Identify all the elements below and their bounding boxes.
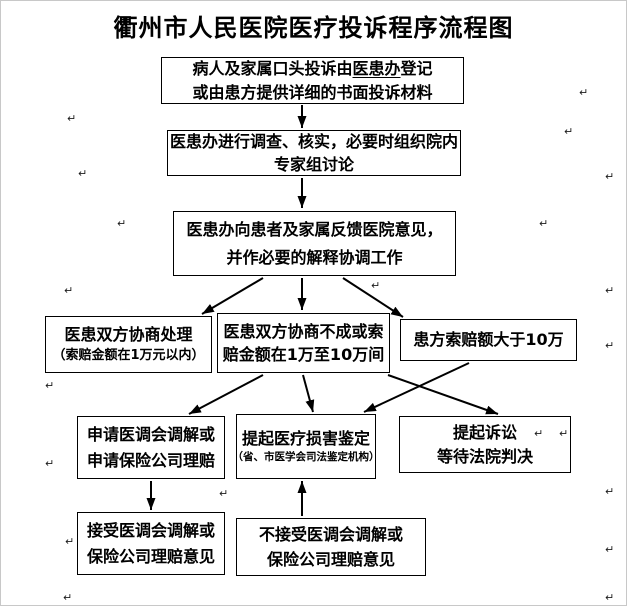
node-feedback: 医患办向患者及家属反馈医院意见， 并作必要的解释协调工作 bbox=[173, 211, 456, 276]
node-register-line1: 病人及家属口头投诉由医患办登记 bbox=[192, 57, 432, 80]
format-mark: ↵ bbox=[63, 591, 73, 604]
format-mark: ↵ bbox=[579, 86, 589, 99]
node-lawsuit-line1: 提起诉讼 bbox=[452, 422, 517, 442]
node-lawsuit-line2: 等待法院判决 bbox=[436, 447, 533, 467]
node-investigate-line2: 专家组讨论 bbox=[273, 155, 354, 174]
format-mark: ↵ bbox=[67, 112, 77, 125]
arrow-negotiate-fail-to-appraisal bbox=[302, 374, 315, 413]
arrow-negotiate-fail-to-apply-mediation bbox=[188, 374, 264, 415]
format-mark: ↵ bbox=[371, 279, 381, 292]
node-appraisal-line2: （省、市医学会司法鉴定机构） bbox=[232, 451, 380, 464]
node-accept: 接受医调会调解或 保险公司理赔意见 bbox=[77, 512, 225, 575]
format-mark: ↵ bbox=[45, 457, 55, 470]
node-reject: 不接受医调会调解或 保险公司理赔意见 bbox=[236, 518, 426, 576]
node-accept-line2: 保险公司理赔意见 bbox=[86, 547, 215, 567]
node-apply-mediation-line1: 申请医调会调解或 bbox=[86, 424, 215, 444]
node-feedback-line1: 医患办向患者及家属反馈医院意见， bbox=[186, 220, 443, 240]
format-mark: ↵ bbox=[605, 284, 615, 297]
format-mark: ↵ bbox=[78, 167, 88, 180]
node-register: 病人及家属口头投诉由医患办登记 或由患方提供详细的书面投诉材料 bbox=[161, 57, 464, 104]
node-negotiate-small-line2: （索赔金额在1万元以内） bbox=[52, 347, 205, 363]
node-accept-line1: 接受医调会调解或 bbox=[86, 520, 215, 540]
page-title: 衢州市人民医院医疗投诉程序流程图 bbox=[113, 13, 514, 42]
arrow-negotiate-fail-to-lawsuit bbox=[387, 374, 499, 415]
format-mark: ↵ bbox=[559, 427, 569, 440]
node-reject-line2: 保险公司理赔意见 bbox=[266, 549, 395, 569]
format-mark: ↵ bbox=[605, 543, 615, 556]
node-negotiate-fail-line1: 医患双方协商不成或索 bbox=[223, 321, 384, 341]
register-text-pre: 病人及家属口头投诉由 bbox=[192, 59, 353, 79]
node-apply-mediation: 申请医调会调解或 申请保险公司理赔 bbox=[77, 416, 225, 479]
node-lawsuit: 提起诉讼 等待法院判决 bbox=[399, 416, 571, 473]
node-feedback-line2: 并作必要的解释协调工作 bbox=[226, 247, 403, 267]
node-negotiate-small: 医患双方协商处理 （索赔金额在1万元以内） bbox=[45, 316, 212, 373]
arrow-feedback-to-negotiate-small bbox=[201, 277, 264, 315]
format-mark: ↵ bbox=[534, 427, 544, 440]
format-mark: ↵ bbox=[564, 125, 574, 138]
node-apply-mediation-line2: 申请保险公司理赔 bbox=[86, 451, 215, 471]
node-negotiate-fail: 医患双方协商不成或索 赔金额在1万至10万间 bbox=[217, 313, 390, 373]
format-mark: ↵ bbox=[605, 170, 615, 183]
node-investigate-line1: 医患办进行调查、核实，必要时组织院内 bbox=[170, 131, 459, 151]
format-mark: ↵ bbox=[65, 535, 75, 548]
format-mark: ↵ bbox=[219, 487, 229, 500]
register-text-post: 登记 bbox=[400, 59, 433, 79]
format-mark: ↵ bbox=[64, 284, 74, 297]
node-negotiate-small-line1: 医患双方协商处理 bbox=[64, 325, 193, 345]
format-mark: ↵ bbox=[605, 339, 615, 352]
format-mark: ↵ bbox=[117, 217, 127, 230]
node-negotiate-fail-line2: 赔金额在1万至10万间 bbox=[222, 345, 385, 364]
node-register-line2: 或由患方提供详细的书面投诉材料 bbox=[192, 82, 433, 102]
format-mark: ↵ bbox=[605, 485, 615, 498]
format-mark: ↵ bbox=[605, 591, 615, 604]
node-investigate: 医患办进行调查、核实，必要时组织院内 专家组讨论 bbox=[167, 130, 461, 176]
node-appraisal: 提起医疗损害鉴定 （省、市医学会司法鉴定机构） bbox=[233, 414, 380, 479]
format-mark: ↵ bbox=[539, 217, 549, 230]
node-appraisal-line1: 提起医疗损害鉴定 bbox=[241, 429, 370, 449]
node-claim-large: 患方索赔额大于10万 bbox=[400, 319, 577, 361]
format-mark: ↵ bbox=[45, 379, 55, 392]
register-text-underlined: 医患办 bbox=[352, 59, 401, 79]
node-reject-line1: 不接受医调会调解或 bbox=[258, 524, 403, 544]
node-claim-large-line1: 患方索赔额大于10万 bbox=[413, 330, 564, 350]
